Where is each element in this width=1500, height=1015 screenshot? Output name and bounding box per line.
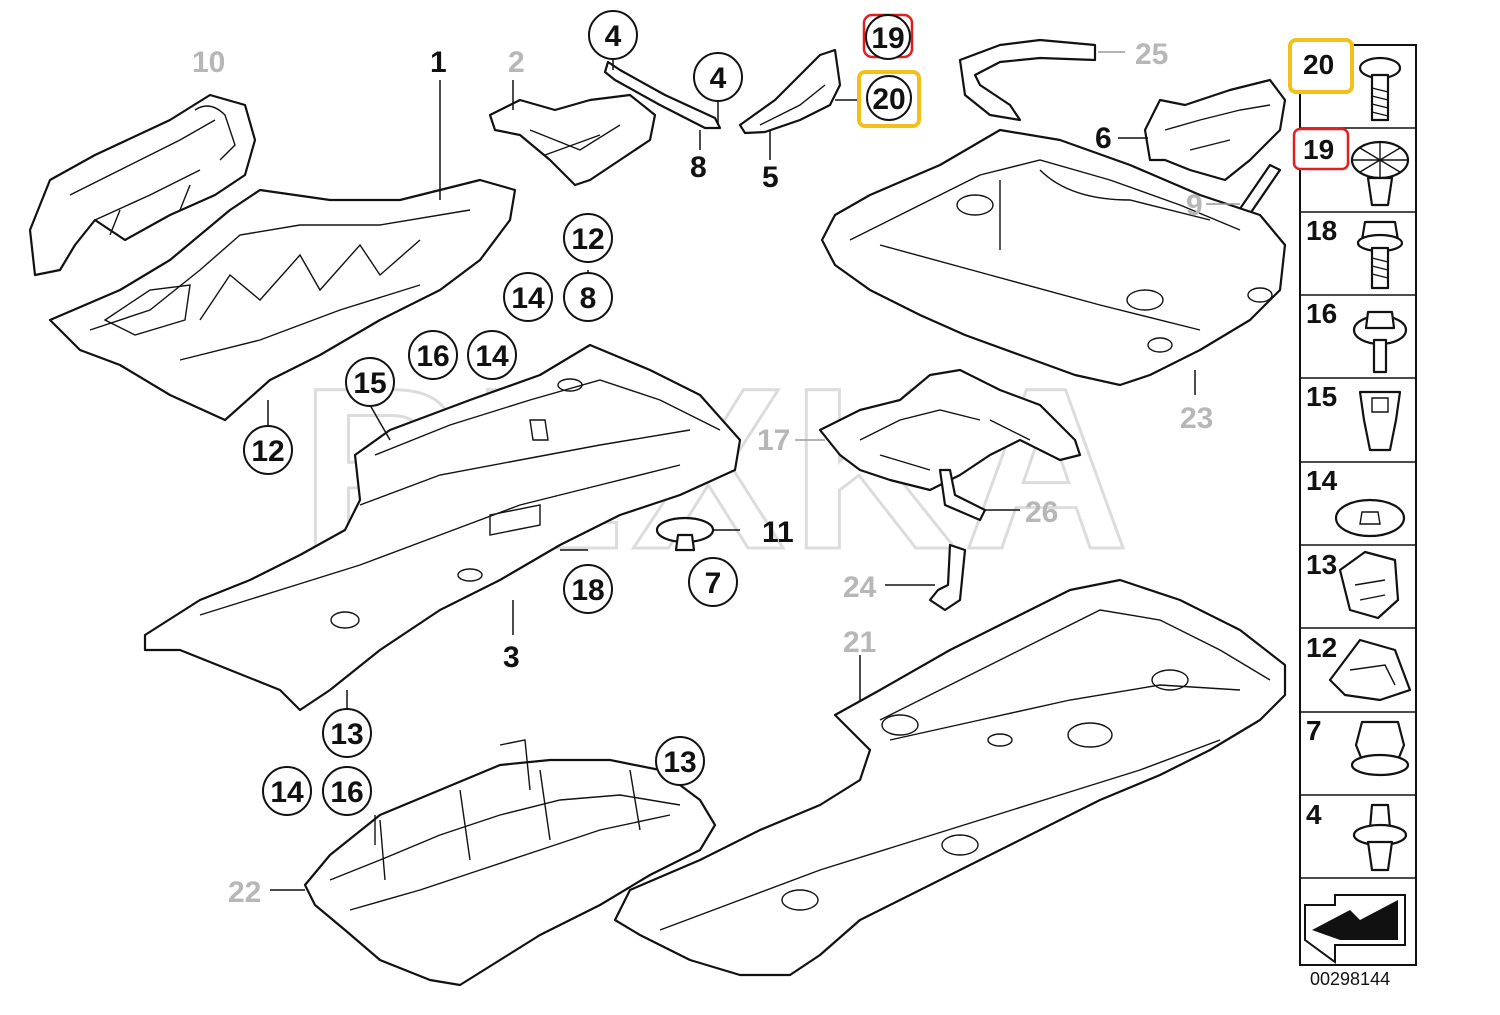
callout-13-left: 13 [322, 708, 372, 758]
part-5-bracket [738, 48, 842, 135]
svg-text:12: 12 [571, 223, 604, 256]
svg-text:16: 16 [416, 340, 449, 373]
label-part-17: 17 [757, 424, 790, 457]
part-8-strut [603, 60, 722, 130]
part-25-strip [958, 38, 1097, 122]
leader-lines [267, 51, 1240, 891]
callout-16-mid: 16 [408, 330, 458, 380]
fastener-13: 13 [1306, 549, 1400, 620]
svg-text:15: 15 [1306, 381, 1337, 412]
fastener-20: 20 [1288, 38, 1402, 122]
callout-14-upper: 14 [503, 272, 553, 322]
svg-text:20: 20 [1303, 49, 1334, 80]
label-part-8: 8 [690, 151, 707, 184]
svg-text:16: 16 [330, 776, 363, 809]
svg-text:14: 14 [1306, 465, 1338, 496]
callout-20: 20 [857, 70, 921, 128]
fastener-16: 16 [1306, 298, 1408, 374]
svg-text:14: 14 [475, 340, 509, 373]
svg-text:19: 19 [871, 22, 904, 55]
svg-text:14: 14 [511, 282, 545, 315]
part-23-rear-panel [820, 128, 1287, 387]
svg-text:15: 15 [353, 367, 386, 400]
label-part-24: 24 [843, 571, 877, 604]
callout-13-right: 13 [655, 736, 705, 786]
callout-19: 19 [862, 13, 914, 60]
svg-text:20: 20 [872, 83, 905, 116]
callout-15: 15 [345, 357, 395, 407]
label-part-2: 2 [508, 46, 525, 79]
part-11-nut-plate [655, 516, 715, 552]
fastener-legend: 20 19 18 16 15 [1288, 38, 1417, 989]
svg-text:18: 18 [571, 574, 604, 607]
callout-14-mid: 14 [467, 330, 517, 380]
part-2-bracket [488, 93, 657, 187]
part-10-shield [28, 93, 257, 277]
label-part-25: 25 [1135, 38, 1168, 71]
svg-text:13: 13 [663, 746, 696, 779]
callout-16-lower: 16 [322, 766, 372, 816]
svg-text:7: 7 [1306, 715, 1322, 746]
part-21-rear-tray [613, 578, 1287, 977]
callout-12-upper: 12 [563, 213, 613, 263]
fastener-19: 19 [1292, 127, 1410, 207]
svg-text:4: 4 [710, 62, 727, 95]
direction-arrow-icon [1304, 894, 1406, 964]
part-1-front-panel [48, 178, 517, 422]
svg-text:7: 7 [705, 567, 722, 600]
part-labels: 1 2 10 8 5 25 6 9 23 17 26 11 24 3 21 22 [192, 38, 1213, 909]
label-part-22: 22 [228, 876, 261, 909]
svg-text:19: 19 [1303, 134, 1334, 165]
label-part-26: 26 [1025, 496, 1058, 529]
svg-text:4: 4 [605, 20, 622, 53]
callout-4-right: 4 [693, 52, 743, 102]
svg-text:12: 12 [251, 435, 284, 468]
svg-text:13: 13 [1306, 549, 1337, 580]
part-22-lower-panel [303, 739, 717, 987]
label-part-10: 10 [192, 46, 225, 79]
part-3-middle-panel [143, 343, 742, 712]
label-part-11: 11 [762, 516, 794, 549]
svg-text:8: 8 [580, 282, 597, 315]
part-17-bracket [818, 368, 1082, 492]
fastener-7: 7 [1306, 715, 1410, 777]
callout-18: 18 [563, 564, 613, 614]
fastener-4: 4 [1306, 799, 1408, 872]
fastener-18: 18 [1306, 215, 1404, 290]
part-24-bracket [928, 543, 967, 612]
svg-text:4: 4 [1306, 799, 1322, 830]
callout-7: 7 [688, 557, 738, 607]
svg-text:12: 12 [1306, 632, 1337, 663]
callout-4-top: 4 [588, 10, 638, 60]
label-part-1: 1 [430, 46, 447, 79]
svg-text:14: 14 [270, 776, 304, 809]
label-part-3: 3 [503, 641, 520, 674]
fastener-15: 15 [1306, 381, 1402, 452]
svg-text:13: 13 [330, 718, 363, 751]
part-6-duct [1143, 78, 1287, 182]
svg-text:18: 18 [1306, 215, 1337, 246]
svg-text:16: 16 [1306, 298, 1337, 329]
label-part-6: 6 [1095, 122, 1112, 155]
label-part-9: 9 [1186, 189, 1203, 222]
callout-14-lower: 14 [262, 766, 312, 816]
callout-8: 8 [563, 272, 613, 322]
label-part-21: 21 [843, 626, 876, 659]
label-part-23: 23 [1180, 402, 1213, 435]
label-part-5: 5 [762, 161, 779, 194]
diagram-code: 00298144 [1310, 969, 1390, 989]
fastener-12: 12 [1306, 632, 1412, 702]
callouts: 4 4 19 20 12 14 8 16 [243, 10, 921, 816]
callout-12-left: 12 [243, 425, 293, 475]
fastener-14: 14 [1306, 465, 1406, 538]
